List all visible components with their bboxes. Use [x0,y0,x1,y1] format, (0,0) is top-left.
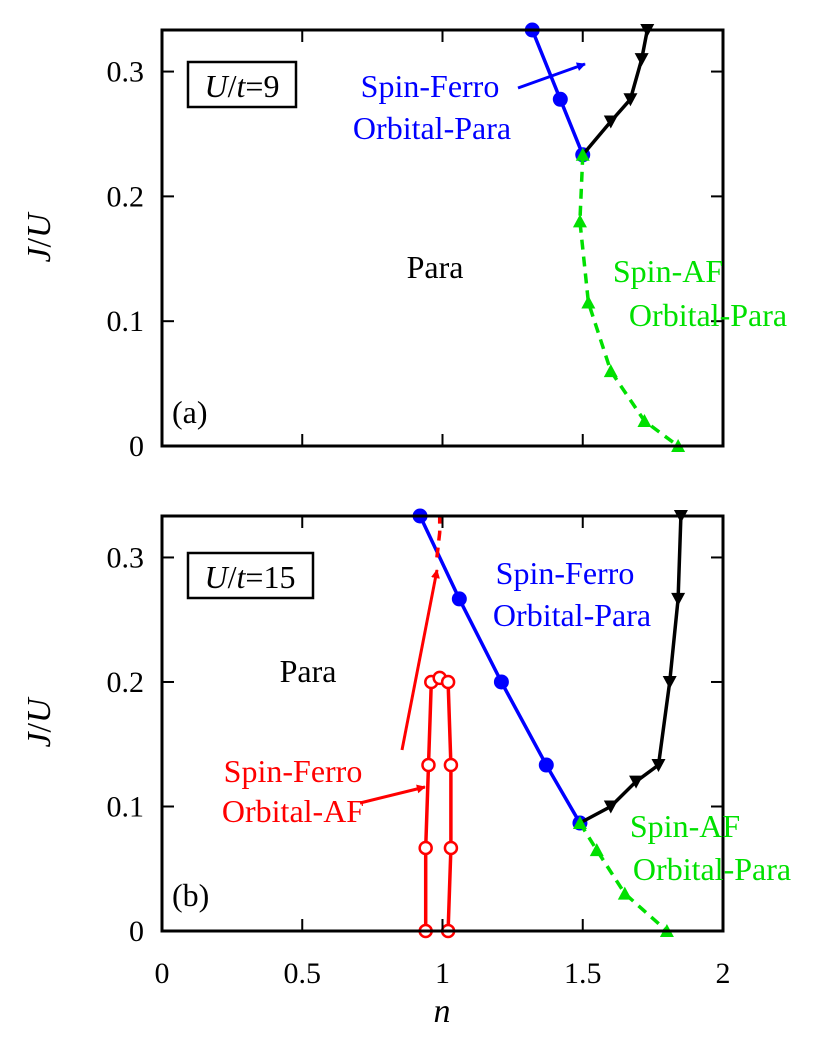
panel-b-series-3-point [421,757,436,773]
panel-b-region-spin-af: Spin-AF [630,808,740,844]
panel-b-ytick-label: 0.2 [107,666,145,699]
panel-a-series-1-point [603,115,618,129]
panel-b-series-3-point [440,674,456,690]
panel-a-series-1-point [623,93,638,107]
panel-b-xlabel: n [434,993,451,1030]
panel-a-region-para: Para [407,249,464,285]
panel-b-xtick-label: 0 [155,957,170,990]
panel-b-ylabel: J/U [21,696,58,748]
panel-b-param-label: U/t=15 [205,559,296,595]
panel-b-param-box [186,551,315,600]
panel-b-ytick-label: 0.1 [107,790,145,823]
panel-a-region-spin-af: Spin-AF [613,253,723,289]
panel-b-xtick-label: 1 [435,957,450,990]
panel-b-region-spin-ferro-oaf: Spin-Ferro [224,753,363,789]
panel-b-series-3-point [443,757,459,773]
panel-b-series-0-point [451,591,467,607]
panel-a-region-orbital-para: Orbital-Para [353,110,511,146]
panel-b-region-para: Para [280,653,337,689]
panel-b-frame [160,514,725,933]
panel-a-series [524,22,686,452]
panel-b-xtick-label: 0.5 [284,957,322,990]
panel-a-tag: (a) [172,394,208,430]
panel-a-region-orbital-para-af: Orbital-Para [629,297,787,333]
panel-b-series-2-point [617,886,632,900]
panel-b-series [412,508,688,939]
panel-b-ytick-label: 0.3 [107,541,145,574]
panel-a: 0 0.1 0.2 0.3 J/U U/t=9 (a) Para Spin-Ferro… [21,22,787,463]
panel-b: 0 0.1 0.2 0.3 0 0.5 1 1.5 2 J/U n U/t=15 (b) Par… [21,508,791,1030]
panel-a-series-2-point [575,147,590,161]
panel-a-param-box [186,60,298,109]
panel-a-ytick-label: 0.2 [107,180,145,213]
panel-a-series-2-point [581,295,596,309]
panel-a-ytick-label: 0 [129,430,144,463]
panel-b-spin-ferro-arrow [400,569,440,751]
panel-b-region-orbital-para-af: Orbital-Para [633,851,791,887]
panel-b-series-2-line [578,822,669,933]
panel-a-series-0-point [552,91,568,107]
panel-b-series-3-point [443,840,459,856]
panel-a-region-spin-ferro: Spin-Ferro [361,68,500,104]
panel-b-series-4-line [435,516,442,558]
panel-b-tag: (b) [172,877,209,913]
panel-a-spin-ferro-arrow [517,62,586,90]
panel-a-series-2-point [603,364,618,378]
panel-b-region-orbital-af: Orbital-AF [222,793,364,829]
panel-a-frame [160,28,725,448]
panel-b-series-1-point [651,759,666,773]
panel-b-region-spin-ferro: Spin-Ferro [496,555,635,591]
panel-b-series-1-point [662,675,677,689]
panel-a-series-2-point [637,414,652,428]
panel-b-series-0-point [538,757,554,773]
panel-b-ytick-label: 0 [129,915,144,948]
panel-b-series-2-point [572,816,587,830]
panel-b-xtick-label: 1.5 [564,957,602,990]
panel-b-series-1-point [603,800,618,814]
panel-a-series-2-point [572,214,587,228]
panel-b-xtick-label: 2 [716,957,731,990]
panel-b-series-1-point [671,592,686,606]
panel-a-series-2-line [578,154,680,448]
panel-a-series-1-point [634,53,649,67]
panel-b-series-1-point [629,775,644,789]
panel-a-ylabel: J/U [21,211,58,263]
panel-a-param-label: U/t=9 [205,68,280,104]
panel-b-series-0-point [493,674,509,690]
panel-b-orbital-af-arrow [359,784,426,805]
panel-b-series-3-point [418,840,433,856]
panel-a-series-1-line [581,29,650,156]
panel-b-series-2-point [589,843,604,857]
panel-a-ytick-label: 0.3 [107,56,145,89]
panel-a-ytick-label: 0.1 [107,305,145,338]
panel-b-region-orbital-para: Orbital-Para [493,597,651,633]
panel-b-series-3-line [423,676,453,932]
